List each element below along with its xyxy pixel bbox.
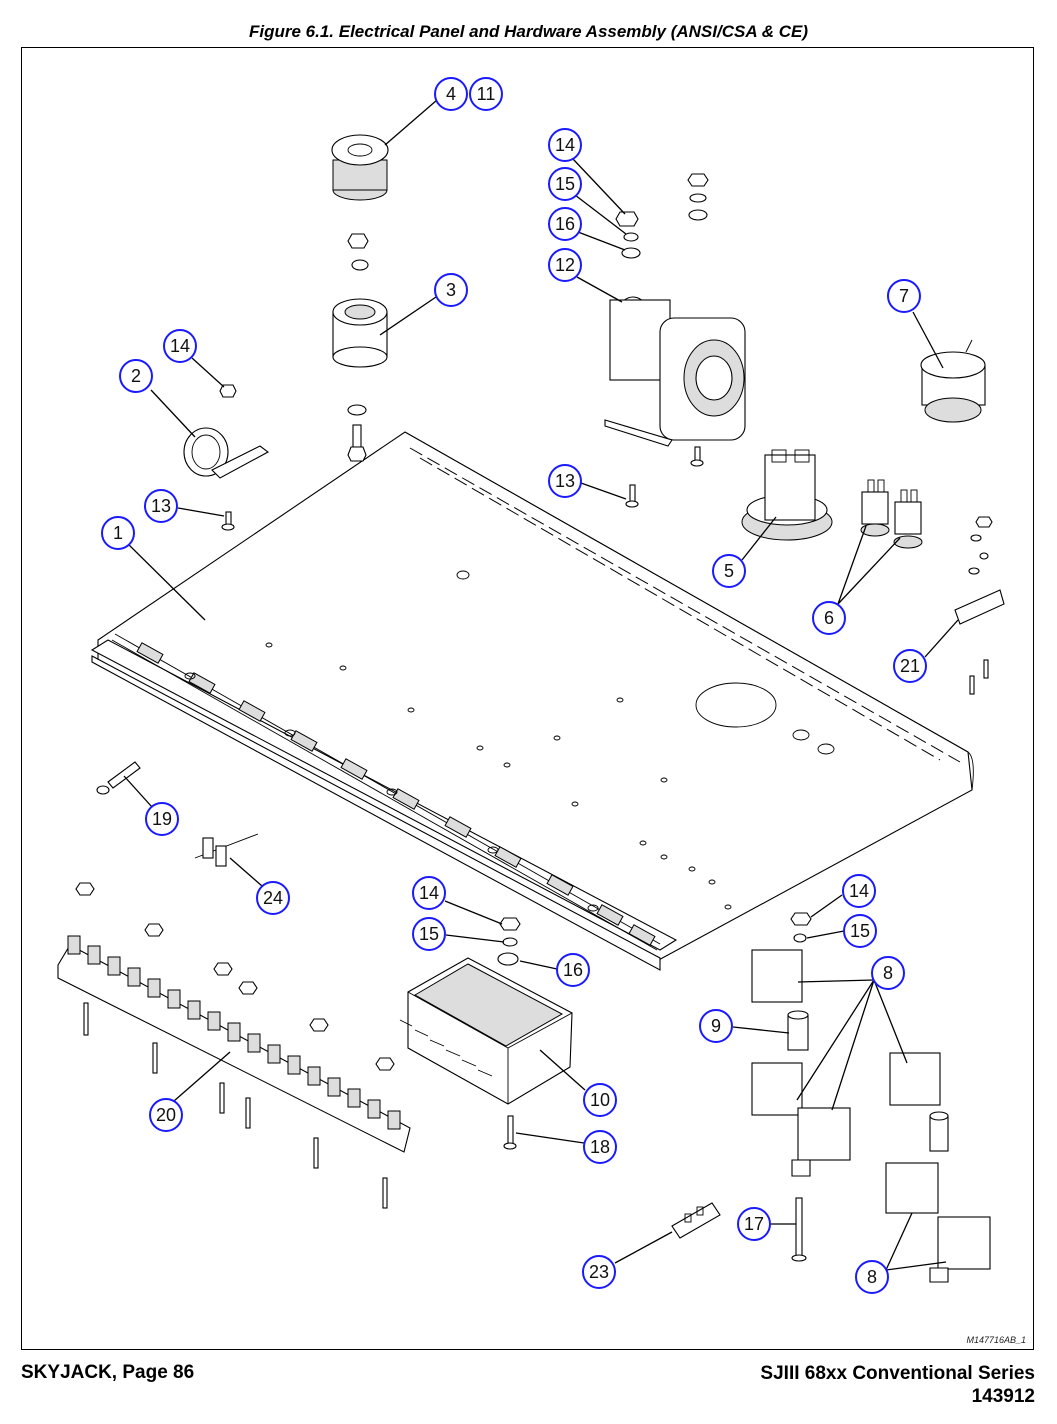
svg-text:19: 19 xyxy=(152,809,172,829)
footer-series: SJIII 68xx Conventional Series xyxy=(760,1363,1035,1384)
callout-21: 21 xyxy=(893,649,927,683)
svg-text:23: 23 xyxy=(589,1262,609,1282)
callout-24: 24 xyxy=(256,881,290,915)
callout-1: 1 xyxy=(101,516,135,550)
svg-text:10: 10 xyxy=(590,1090,610,1110)
callout-13: 13 xyxy=(144,489,178,523)
callout-6: 6 xyxy=(812,601,846,635)
footer-right: SJIII 68xx Conventional Series 143912 xyxy=(760,1362,1035,1408)
nut-washer-stack xyxy=(497,912,812,966)
long-bolt xyxy=(791,1197,807,1262)
callout-13: 13 xyxy=(548,464,582,498)
terminal-strip xyxy=(57,882,411,1209)
horn-assembly xyxy=(604,173,746,467)
callout-10: 10 xyxy=(583,1083,617,1117)
screw xyxy=(625,484,639,508)
knob-nut-washer xyxy=(347,233,369,271)
svg-text:14: 14 xyxy=(849,881,869,901)
alarm-buzzer xyxy=(920,339,986,423)
callout-8: 8 xyxy=(871,956,905,990)
svg-text:13: 13 xyxy=(555,471,575,491)
bolt xyxy=(503,1115,517,1150)
ground-lug xyxy=(96,761,141,795)
callout-16: 16 xyxy=(556,953,590,987)
electrical-panel-plate xyxy=(90,431,974,971)
callout-11: 11 xyxy=(469,77,503,111)
callout-16: 16 xyxy=(548,207,582,241)
svg-text:14: 14 xyxy=(555,135,575,155)
svg-text:17: 17 xyxy=(744,1214,764,1234)
svg-text:7: 7 xyxy=(899,286,909,306)
callout-8: 8 xyxy=(855,1260,889,1294)
leader-lines xyxy=(123,99,959,1271)
svg-text:16: 16 xyxy=(563,960,583,980)
svg-text:15: 15 xyxy=(419,924,439,944)
diode-assembly xyxy=(194,833,259,867)
callout-5: 5 xyxy=(712,554,746,588)
spacer xyxy=(787,1010,949,1152)
callout-18: 18 xyxy=(583,1130,617,1164)
callout-12: 12 xyxy=(548,248,582,282)
svg-text:14: 14 xyxy=(419,883,439,903)
hose-clamp xyxy=(183,384,270,531)
svg-text:15: 15 xyxy=(850,921,870,941)
svg-text:13: 13 xyxy=(151,496,171,516)
svg-text:14: 14 xyxy=(170,336,190,356)
switch-housing xyxy=(332,298,388,462)
terminal-connector xyxy=(671,1202,721,1239)
callout-4: 4 xyxy=(434,77,468,111)
svg-text:15: 15 xyxy=(555,174,575,194)
footer-doc-number: 143912 xyxy=(971,1386,1035,1407)
svg-text:8: 8 xyxy=(883,963,893,983)
svg-text:9: 9 xyxy=(711,1016,721,1036)
callout-9: 9 xyxy=(699,1009,733,1043)
toggle-switches xyxy=(860,479,923,549)
callout-7: 7 xyxy=(887,279,921,313)
callout-15: 15 xyxy=(548,167,582,201)
drawing-id: M147716AB_1 xyxy=(966,1335,1026,1345)
callout-2: 2 xyxy=(119,359,153,393)
svg-text:2: 2 xyxy=(131,366,141,386)
figure-frame xyxy=(21,47,1034,1350)
svg-text:16: 16 xyxy=(555,214,575,234)
svg-text:12: 12 xyxy=(555,255,575,275)
svg-text:20: 20 xyxy=(156,1105,176,1125)
callout-17: 17 xyxy=(737,1207,771,1241)
small-terminal-block xyxy=(954,516,1005,695)
svg-text:18: 18 xyxy=(590,1137,610,1157)
relay xyxy=(751,949,991,1283)
module-box xyxy=(399,957,573,1105)
svg-text:11: 11 xyxy=(477,84,496,104)
footer-left: SKYJACK, Page 86 xyxy=(21,1362,195,1383)
svg-text:4: 4 xyxy=(446,84,456,104)
svg-text:3: 3 xyxy=(446,280,456,300)
selector-knob xyxy=(331,134,389,201)
pressure-switch xyxy=(741,449,833,541)
callout-14: 14 xyxy=(163,329,197,363)
svg-text:21: 21 xyxy=(900,656,920,676)
callout-15: 15 xyxy=(412,917,446,951)
callout-19: 19 xyxy=(145,802,179,836)
svg-text:24: 24 xyxy=(263,888,283,908)
svg-text:6: 6 xyxy=(824,608,834,628)
svg-text:5: 5 xyxy=(724,561,734,581)
svg-text:1: 1 xyxy=(113,523,123,543)
callout-3: 3 xyxy=(434,273,468,307)
callout-20: 20 xyxy=(149,1098,183,1132)
callout-14: 14 xyxy=(842,874,876,908)
figure-title: Figure 6.1. Electrical Panel and Hardwar… xyxy=(249,22,808,41)
callout-14: 14 xyxy=(548,128,582,162)
callout-23: 23 xyxy=(582,1255,616,1289)
callout-14: 14 xyxy=(412,876,446,910)
callout-15: 15 xyxy=(843,914,877,948)
svg-text:8: 8 xyxy=(867,1267,877,1287)
